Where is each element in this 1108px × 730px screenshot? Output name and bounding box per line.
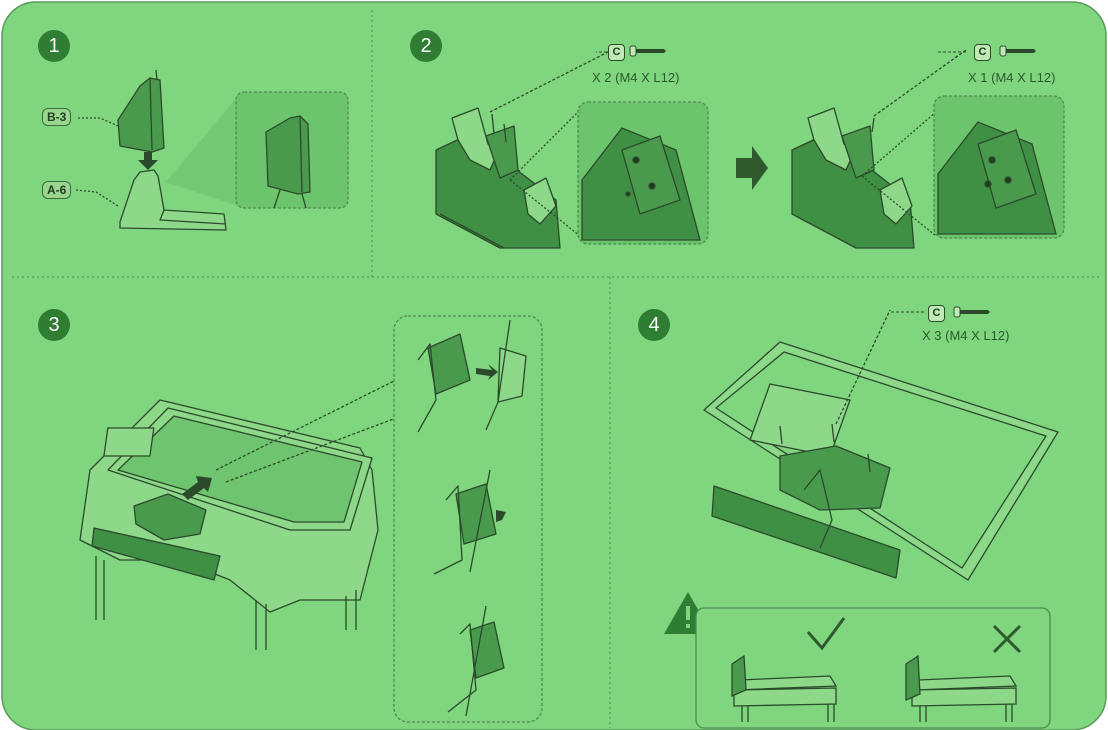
screw-code-label: C xyxy=(974,44,991,61)
screw-quantity-label: X 3 (M4 X L12) xyxy=(922,328,1009,343)
step2-zoom-before xyxy=(578,102,708,244)
screw-quantity-label: X 2 (M4 X L12) xyxy=(592,70,679,85)
screw-code-label: C xyxy=(608,44,625,61)
step-number-4: 4 xyxy=(638,309,670,341)
screw-quantity-label: X 1 (M4 X L12) xyxy=(968,70,1055,85)
screw-code-label: C xyxy=(928,305,945,322)
comparison-box xyxy=(696,608,1050,728)
step2-zoom-after xyxy=(934,96,1064,238)
step-number-2: 2 xyxy=(410,30,442,62)
part-label-b3: B-3 xyxy=(42,108,71,126)
step-number-1: 1 xyxy=(38,30,70,62)
part-label-a6: A-6 xyxy=(42,181,71,199)
step3-detail-box xyxy=(394,316,542,722)
step-number-3: 3 xyxy=(38,309,70,341)
